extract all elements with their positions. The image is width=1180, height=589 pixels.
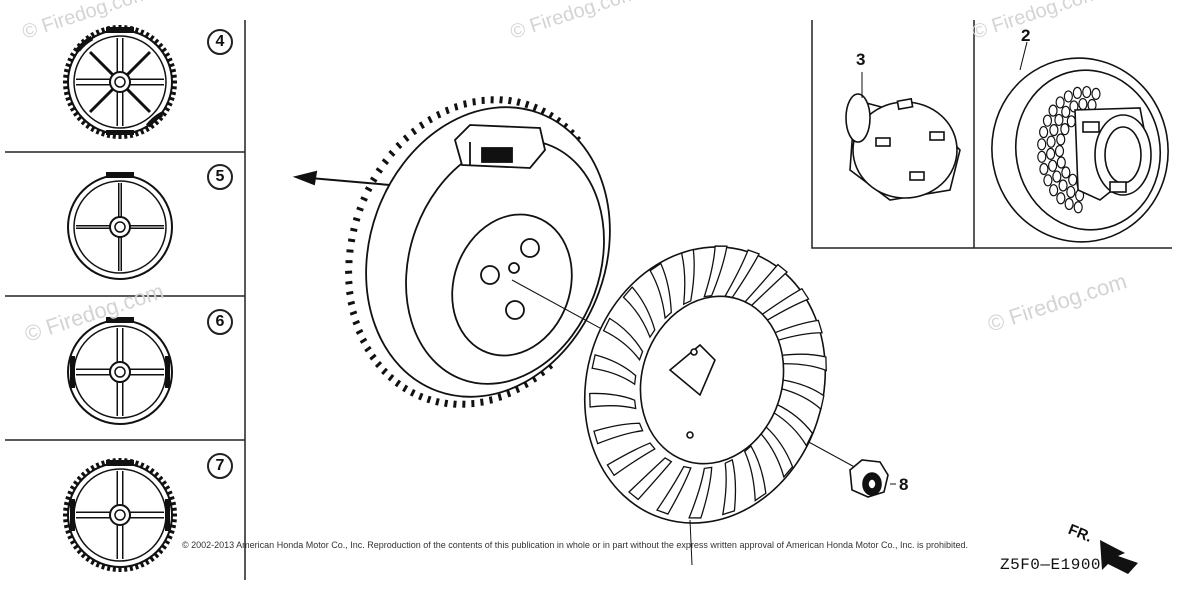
flange-nut — [849, 459, 889, 498]
starter-pulley — [845, 93, 961, 201]
copyright-notice: © 2002-2013 American Honda Motor Co., In… — [182, 540, 969, 550]
flywheel-variant-7 — [63, 458, 177, 572]
callout-2: 2 — [1021, 26, 1031, 45]
callout-7: 7 — [207, 453, 233, 479]
callout-4: 4 — [207, 29, 233, 55]
inset-box — [811, 20, 1172, 249]
leader-lines — [689, 41, 1028, 566]
flywheel — [345, 96, 611, 408]
variant-panel — [5, 20, 246, 580]
callout-6: 6 — [207, 309, 233, 335]
flywheel-variant-5 — [67, 172, 173, 280]
flywheel-variant-6 — [67, 317, 173, 425]
fan-cover — [991, 57, 1169, 243]
callout-5: 5 — [207, 164, 233, 190]
front-direction-arrow — [1100, 540, 1138, 574]
callout-8: 8 — [899, 475, 909, 494]
diagram-code: Z5F0—E1900 — [1000, 556, 1102, 574]
cooling-fan — [583, 245, 827, 524]
flywheel-variant-4 — [63, 25, 177, 139]
direction-arrow — [292, 170, 391, 186]
callout-3: 3 — [856, 50, 866, 69]
